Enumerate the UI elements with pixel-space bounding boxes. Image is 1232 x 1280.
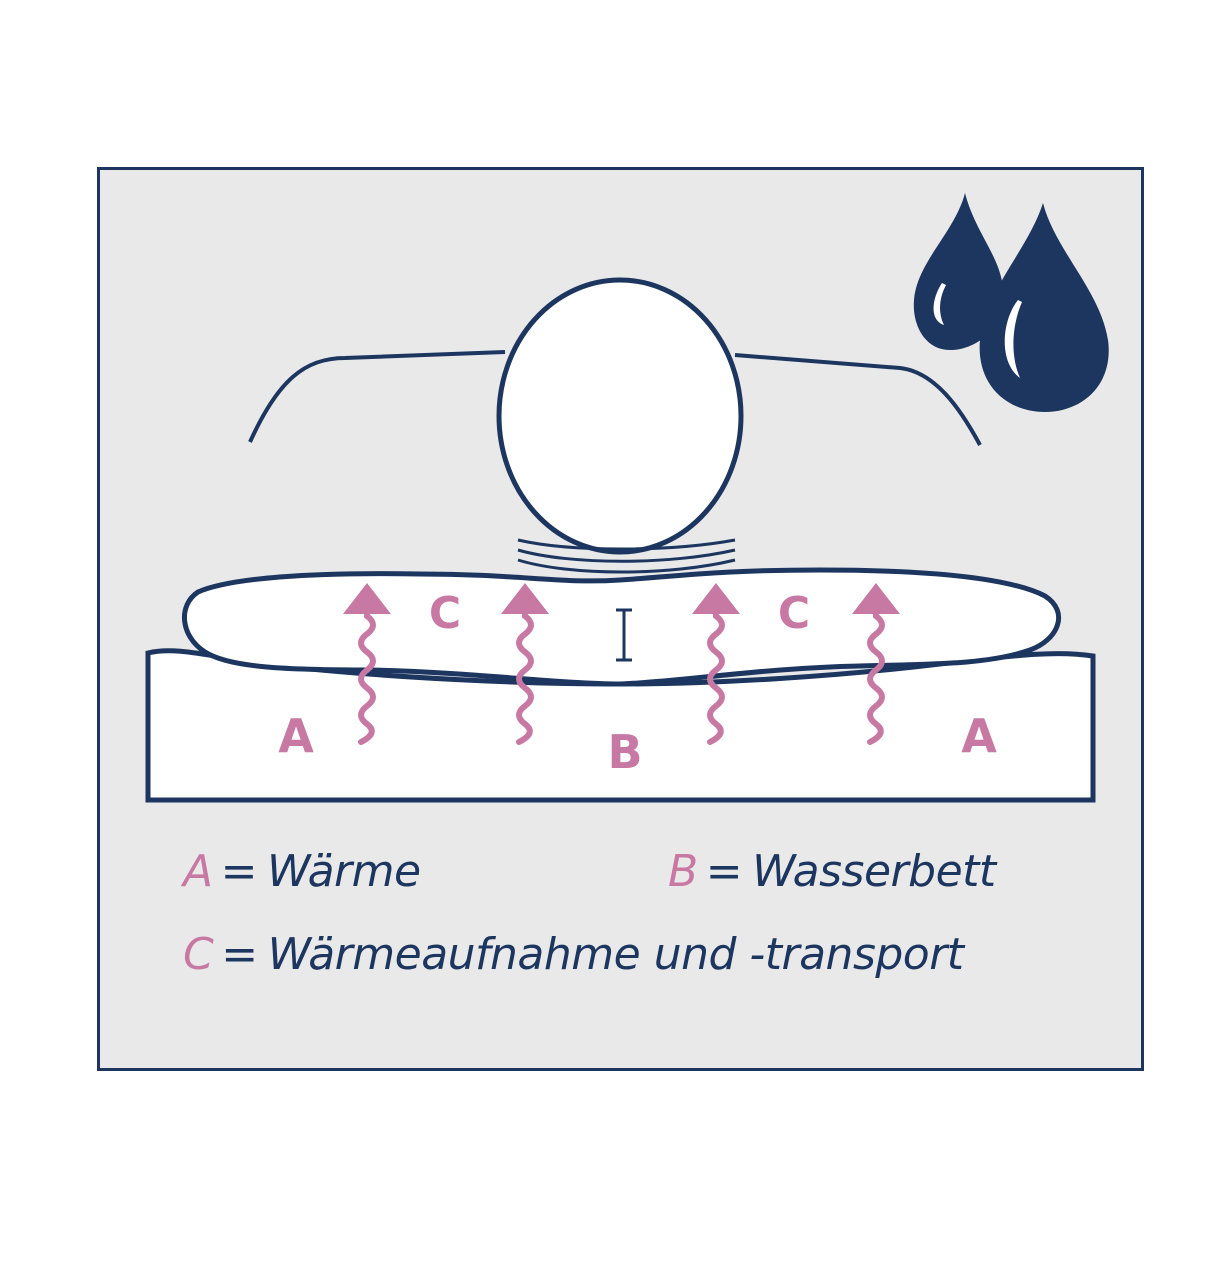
- legend-equals: =: [221, 929, 258, 980]
- zone-label-b: B: [607, 725, 642, 779]
- legend-equals: =: [705, 846, 743, 897]
- legend-item-c: C=Wärmeaufnahme und -transport: [183, 929, 964, 980]
- heat-arrow-head: [343, 583, 391, 614]
- water-drops-icon: [913, 193, 1109, 412]
- legend-key-c: C: [183, 929, 214, 980]
- legend-text-c: Wärmeaufnahme und -transport: [267, 929, 964, 980]
- legend-key-b: B: [668, 846, 698, 897]
- height-marker: [616, 608, 632, 662]
- heat-arrows: [343, 583, 900, 745]
- legend-item-a: A=Wärme: [183, 846, 421, 897]
- legend-text-a: Wärme: [266, 846, 421, 897]
- zone-label-a-right: A: [961, 709, 997, 763]
- legend-item-b: B=Wasserbett: [668, 846, 996, 897]
- zone-label-c-left: C: [429, 588, 461, 639]
- heat-arrow-icon: [358, 612, 376, 745]
- head: [496, 277, 744, 555]
- legend-text-b: Wasserbett: [752, 846, 996, 897]
- heat-arrow-head: [852, 583, 900, 614]
- zone-label-c-right: C: [778, 588, 810, 639]
- pressure-lines: [517, 538, 736, 574]
- heat-arrow-icon: [516, 612, 534, 745]
- zone-label-a-left: A: [278, 709, 314, 763]
- legend-key-a: A: [183, 846, 213, 897]
- heat-arrow-icon: [867, 612, 885, 745]
- heat-arrow-head: [501, 583, 549, 614]
- shoulder-outline: [248, 350, 982, 446]
- heat-arrow-head: [692, 583, 740, 614]
- heat-arrow-icon: [707, 612, 725, 745]
- legend-equals: =: [220, 846, 258, 897]
